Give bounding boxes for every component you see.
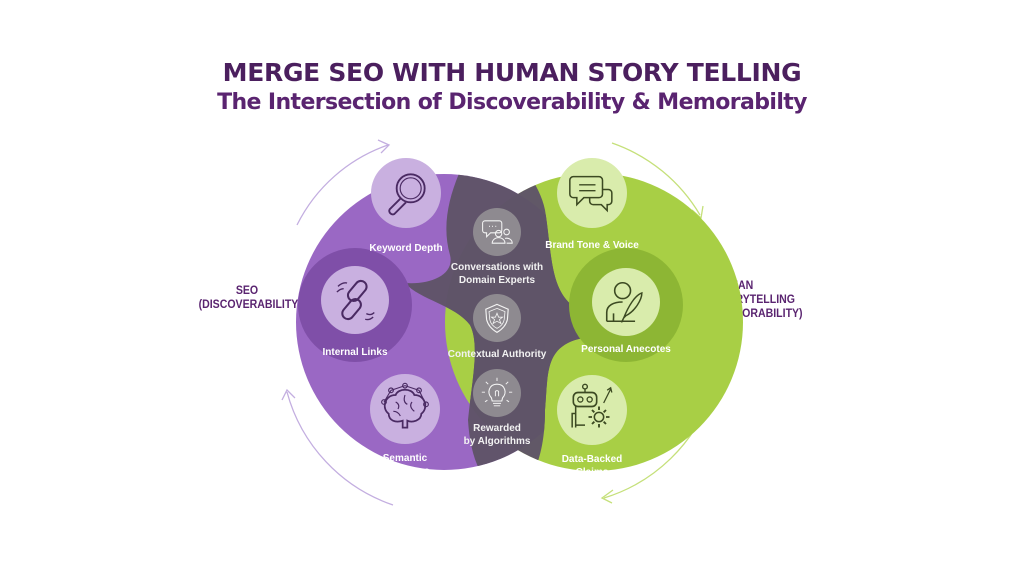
node-person-quill: Personal Anecotes — [581, 268, 671, 355]
node-icon-badge — [557, 158, 627, 228]
node-speech-bubbles: Brand Tone & Voice — [545, 158, 639, 251]
node-label: Conversations with — [451, 262, 543, 273]
node-icon-badge — [473, 369, 521, 417]
node-label: Data-Backed — [562, 454, 623, 465]
node-icon-badge — [592, 268, 660, 336]
person-quill-icon — [605, 281, 643, 323]
node-label: Internal Links — [322, 347, 387, 358]
node-label: Relevance — [380, 466, 430, 477]
human-arrow-bottom-head — [600, 489, 614, 504]
node-label: Keyword Depth — [369, 243, 442, 254]
node-icon-badge — [473, 294, 521, 342]
node-label: Personal Anecotes — [581, 344, 671, 355]
node-label: Brand Tone & Voice — [545, 240, 639, 251]
seo-side-label: SEO (DISCOVERABILITY) — [198, 283, 302, 311]
magnifier-icon — [388, 173, 426, 216]
seo-arrow-bottom — [286, 391, 394, 506]
chain-link-icon — [336, 279, 375, 321]
node-magnifier: Keyword Depth — [369, 158, 443, 254]
brain-network-icon — [381, 382, 429, 429]
node-icon-badge — [370, 374, 440, 444]
seo-arrow-top-head — [377, 139, 391, 154]
node-label: Domain Experts — [459, 275, 536, 286]
node-label: by Algorithms — [464, 436, 531, 447]
speech-bubbles-icon — [569, 175, 613, 213]
node-label: Contextual Authority — [448, 349, 547, 360]
diagram-subtitle: The Intersection of Discoverability & Me… — [217, 90, 807, 115]
seo-arrow-bottom-head — [281, 388, 296, 401]
diagram-title: MERGE SEO WITH HUMAN STORY TELLING — [222, 58, 802, 87]
node-label: Claims — [576, 467, 609, 478]
lightbulb-icon — [481, 377, 513, 407]
chat-people-icon — [482, 220, 513, 244]
node-icon-badge — [473, 208, 521, 256]
seo-arrow-top — [296, 144, 389, 226]
node-lightbulb: Rewarded by Algorithms — [464, 369, 531, 447]
shield-star-icon — [485, 303, 509, 334]
node-label: Semantic — [383, 453, 428, 464]
node-label: Rewarded — [473, 423, 521, 434]
node-shield-star: Contextual Authority — [448, 294, 547, 360]
seo-cycle-arrows — [281, 139, 394, 506]
node-icon-badge — [371, 158, 441, 228]
seo-label-line1: SEO — [235, 283, 259, 297]
node-chain-link: Internal Links — [321, 266, 389, 358]
robot-gear-icon — [571, 383, 613, 428]
seo-label-line2: (DISCOVERABILITY) — [198, 297, 302, 311]
human-arrow-top — [611, 142, 701, 216]
